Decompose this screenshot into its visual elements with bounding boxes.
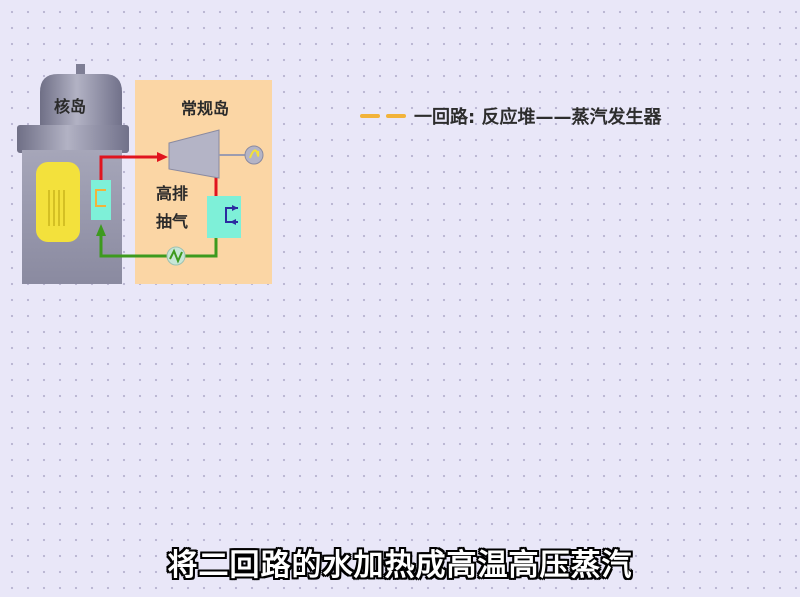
containment-shoulder <box>17 125 129 153</box>
cooling-arrow-in <box>232 205 238 211</box>
generator-icon <box>244 145 264 165</box>
primary-loop-dash-icon <box>360 114 406 118</box>
nuclear-island-label: 核岛 <box>54 97 86 116</box>
feedwater-line <box>99 234 218 258</box>
steam-generator-tube-nuclear <box>95 189 106 207</box>
generator-symbol <box>249 149 260 159</box>
pump-symbol <box>169 248 183 264</box>
turbine <box>168 129 220 179</box>
subtitle-caption: 将二回路的水加热成高温高压蒸汽 <box>167 548 633 583</box>
fuel-rods <box>48 190 65 226</box>
conventional-island-label: 常规岛 <box>181 99 229 118</box>
extraction-label-line2: 抽气 <box>156 212 188 231</box>
conventional-island-box <box>135 80 272 284</box>
legend-primary-loop-text: 一回路: 反应堆——蒸汽发生器 <box>414 107 662 128</box>
steam-generator-nuclear <box>91 180 111 220</box>
nuclear-island <box>17 64 129 284</box>
main-steam-line <box>99 155 165 180</box>
feedwater-arrow <box>96 224 106 236</box>
extraction-label-line1: 高排 <box>156 184 188 203</box>
containment-dome <box>40 74 122 128</box>
condenser <box>207 196 241 238</box>
steam-arrow <box>157 152 168 162</box>
legend: 一回路: 反应堆——蒸汽发生器 <box>360 103 661 129</box>
cooling-arrow-out <box>230 219 236 225</box>
containment-top-nozzle <box>76 64 85 74</box>
